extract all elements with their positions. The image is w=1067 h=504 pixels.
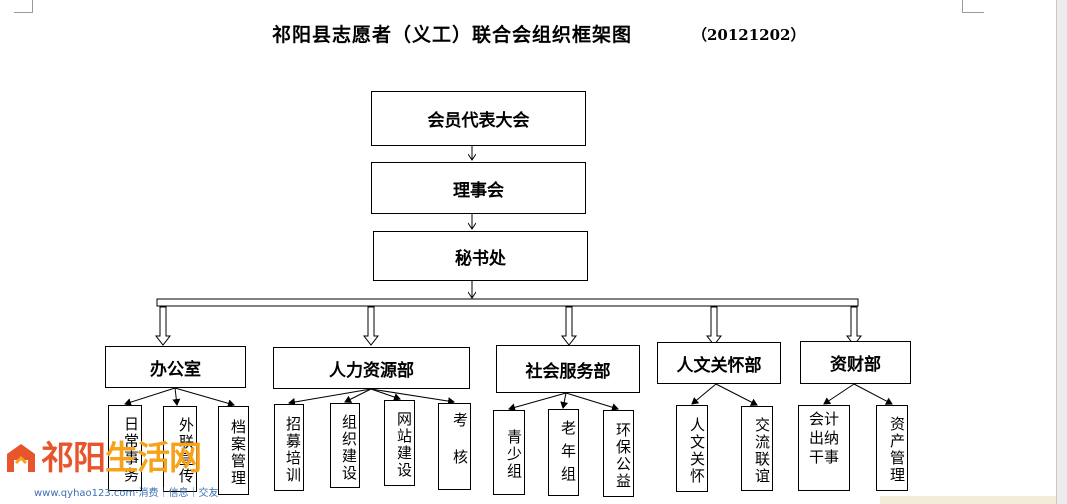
- leaf-accounting-staff-text: 会计出纳干事: [808, 410, 839, 466]
- leaf-assessment: 考核: [438, 403, 471, 490]
- logo-text: 祁阳生活网: [41, 438, 202, 477]
- department-bus-bar: [156, 298, 859, 307]
- connector-1-0: [288, 388, 372, 406]
- dept-finance: 资财部: [800, 341, 911, 384]
- hollow-arrow-1: [362, 306, 380, 346]
- leaf-recruitment-training: 招募培训: [274, 404, 304, 491]
- leaf-accounting-staff: 会计出纳干事: [798, 405, 850, 491]
- connector-1-1: [344, 388, 372, 403]
- dept-human-resources: 人力资源部: [273, 347, 470, 389]
- page-corner-mark-left-v: [32, 0, 33, 13]
- connector-3-1: [715, 383, 758, 406]
- hollow-arrow-0: [154, 306, 172, 346]
- connector-4-0: [823, 383, 855, 405]
- connector-1-3: [370, 388, 455, 406]
- leaf-elderly-group: 老年组: [548, 409, 579, 496]
- leaf-website-building: 网站建设: [384, 400, 415, 486]
- box-council: 理事会: [371, 162, 586, 214]
- hollow-arrow-4: [845, 306, 863, 346]
- connector-4-1: [853, 383, 893, 405]
- leaf-youth-group: 青少组: [493, 410, 525, 495]
- hollow-arrow-2: [560, 306, 578, 346]
- chart-date: （20121202）: [692, 26, 806, 44]
- logo-text-part1: 祁阳: [41, 438, 106, 477]
- connector-0-2: [174, 387, 235, 408]
- connector-2-0: [508, 392, 567, 412]
- box-member-congress: 会员代表大会: [371, 91, 586, 146]
- hollow-arrow-3: [705, 306, 723, 346]
- logo-text-part2: 生活网: [105, 438, 202, 477]
- page-corner-mark-right-v: [962, 0, 963, 13]
- leaf-exchange-fellowship: 交流联谊: [741, 406, 773, 491]
- logo-mark-icon: [7, 444, 35, 472]
- connector-3-0: [691, 383, 717, 405]
- bottom-strip: [880, 496, 1056, 504]
- connector-1-2: [370, 388, 401, 401]
- leaf-archive-management: 档案管理: [218, 406, 249, 495]
- chart-title: 祁阳县志愿者（义工）联合会组织框架图: [272, 24, 633, 46]
- connector-0-1: [172, 387, 181, 406]
- box-secretariat: 秘书处: [373, 231, 588, 281]
- dept-office: 办公室: [105, 346, 246, 388]
- leaf-humanistic-care: 人文关怀: [676, 405, 708, 492]
- connector-2-1: [560, 392, 569, 409]
- leaf-daily-affairs: 日常事务: [108, 405, 142, 491]
- page-corner-mark-left-h: [14, 12, 32, 13]
- connector-2-2: [565, 392, 619, 412]
- page-corner-mark-right-h: [962, 12, 984, 13]
- leaf-asset-management: 资产管理: [876, 405, 908, 491]
- site-logo: 祁阳生活网: [4, 438, 202, 477]
- leaf-environment-welfare: 环保公益: [603, 410, 634, 497]
- dept-humanistic-care: 人文关怀部: [657, 342, 781, 384]
- page-right-margin: [1056, 0, 1067, 504]
- leaf-organization-building: 组织建设: [330, 403, 360, 488]
- dept-social-services: 社会服务部: [496, 345, 640, 393]
- site-url: www.qyhao123.com·消费｜信息｜交友: [34, 488, 219, 499]
- connector-0-0: [124, 387, 176, 406]
- leaf-external-publicity: 外联宣传: [163, 406, 197, 492]
